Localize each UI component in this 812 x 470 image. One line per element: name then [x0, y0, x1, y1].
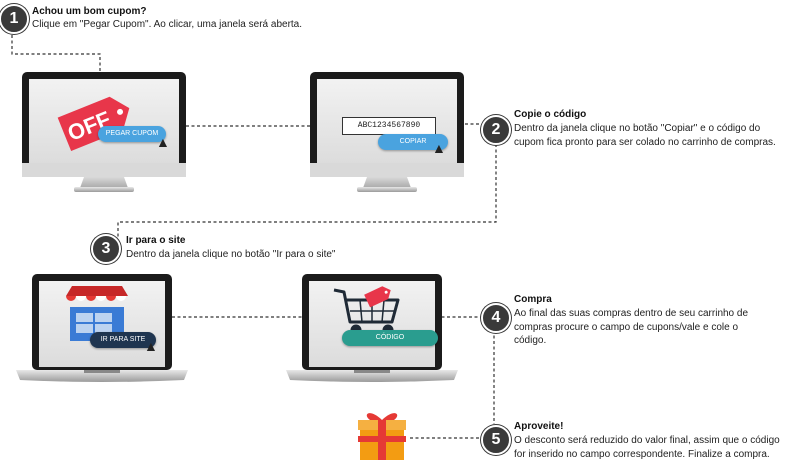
- cursor-icon: ▲: [156, 134, 170, 150]
- pegar-cupom-button[interactable]: PEGAR CUPOM: [98, 126, 166, 142]
- step-4-line: Ao final das suas compras dentro de seu …: [514, 308, 749, 319]
- copiar-button[interactable]: COPIAR: [378, 134, 448, 150]
- step-1-badge: 1: [0, 4, 29, 34]
- step-4-line: código.: [514, 335, 547, 346]
- step-2-line: cupom fica pronto para ser colado no car…: [514, 136, 776, 148]
- codigo-button[interactable]: CÓDIGO: [342, 330, 438, 346]
- step-5-line: O desconto será reduzido do valor final,…: [514, 435, 780, 446]
- step-1-title: Achou um bom cupom?: [32, 6, 147, 17]
- step-1-description: Clique em "Pegar Cupom". Ao clicar, uma …: [32, 18, 352, 32]
- cursor-icon: ▲: [432, 140, 446, 156]
- step-4-line: compras procure o campo de cupons/vale e…: [514, 321, 739, 333]
- step-3-line: Dentro da janela clique no botão "Ir par…: [126, 249, 336, 260]
- connector-lines: [11, 24, 497, 439]
- step-1-line: Clique em "Pegar Cupom". Ao clicar, uma …: [32, 19, 303, 30]
- cart-tag-icon: [364, 286, 391, 308]
- cursor-icon: ▲: [144, 338, 158, 354]
- step-4-title: Compra: [514, 294, 552, 305]
- gift-icon: [358, 413, 406, 460]
- step-3-badge: 3: [91, 234, 121, 264]
- step-5-line: for inserido no campo correspondente. Fi…: [514, 448, 770, 460]
- laptop-2: [286, 274, 458, 382]
- step-3-description: Dentro da janela clique no botão "Ir par…: [126, 248, 426, 262]
- step-4-badge: 4: [481, 303, 511, 333]
- step-3-title: Ir para o site: [126, 235, 186, 246]
- step-2-title: Copie o código: [514, 109, 587, 120]
- coupon-code-box: ABC1234567890: [342, 117, 436, 135]
- step-2-line: Dentro da janela clique no botão "Copiar…: [514, 123, 761, 134]
- step-5-badge: 5: [481, 425, 511, 455]
- step-2-description: Dentro da janela clique no botão "Copiar…: [514, 122, 810, 149]
- step-4-description: Ao final das suas compras dentro de seu …: [514, 307, 804, 348]
- step-5-title: Aproveite!: [514, 421, 564, 432]
- step-2-badge: 2: [481, 115, 511, 145]
- ir-para-site-button[interactable]: IR PARA SITE: [90, 332, 156, 348]
- step-5-description: O desconto será reduzido do valor final,…: [514, 434, 810, 461]
